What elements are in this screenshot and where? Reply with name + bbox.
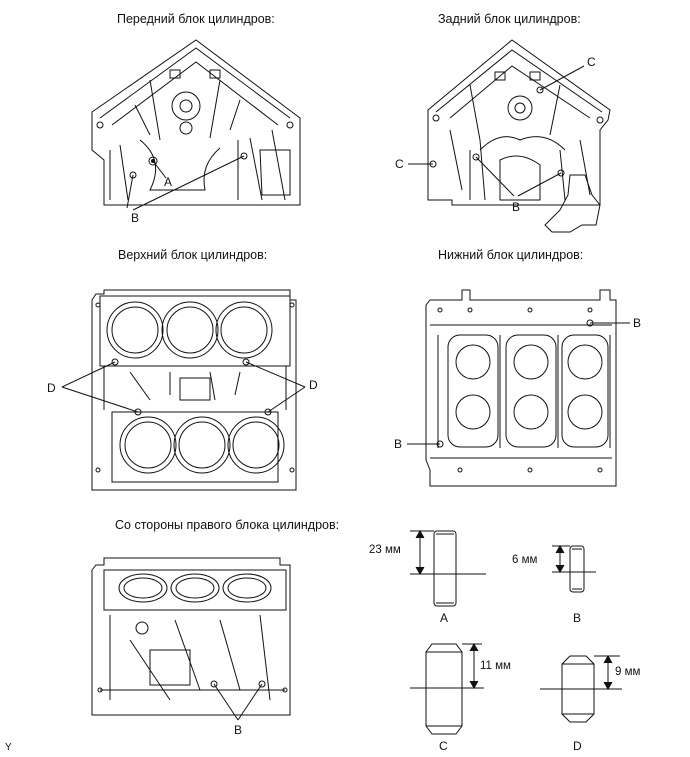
front-block-drawing — [91, 39, 301, 206]
callout-bottom-b-right: B — [633, 316, 641, 330]
caption-front-block: Передний блок цилиндров: — [117, 12, 275, 26]
pin-a-letter: A — [440, 611, 448, 625]
callout-rear-b: B — [512, 200, 520, 214]
callout-bottom-b-left: B — [394, 437, 402, 451]
caption-right-bank-side: Со стороны правого блока цилиндров: — [115, 518, 340, 532]
callout-side-b: B — [234, 723, 242, 737]
pin-c-letter: C — [439, 739, 448, 753]
caption-bottom-block: Нижний блок цилиндров: — [438, 248, 584, 262]
callout-rear-c-top: C — [587, 55, 596, 69]
callout-front-b: B — [131, 211, 139, 225]
pin-a-dimension: 23 мм — [369, 544, 401, 556]
callout-top-d-left: D — [47, 381, 56, 395]
bottom-block-drawing — [425, 289, 617, 487]
caption-top-block: Верхний блок цилиндров: — [118, 248, 268, 262]
pin-d-letter: D — [573, 739, 582, 753]
pin-c — [410, 642, 484, 735]
caption-rear-block: Задний блок цилиндров: — [438, 12, 581, 26]
callout-rear-c-left: C — [395, 157, 404, 171]
pin-d-dimension: 9 мм — [615, 666, 640, 678]
callout-front-a: A — [164, 175, 172, 189]
callout-top-d-right: D — [309, 378, 318, 392]
footer-mark: Y — [5, 742, 12, 753]
right-bank-side-drawing — [91, 557, 291, 716]
pin-b-letter: B — [573, 611, 581, 625]
top-block-drawing — [91, 289, 297, 491]
rear-block-drawing — [427, 39, 611, 233]
pin-d — [540, 654, 622, 723]
pin-b-dimension: 6 мм — [512, 554, 537, 566]
pin-c-dimension: 11 мм — [480, 660, 511, 672]
pin-a — [410, 529, 486, 607]
pin-b — [552, 544, 596, 593]
